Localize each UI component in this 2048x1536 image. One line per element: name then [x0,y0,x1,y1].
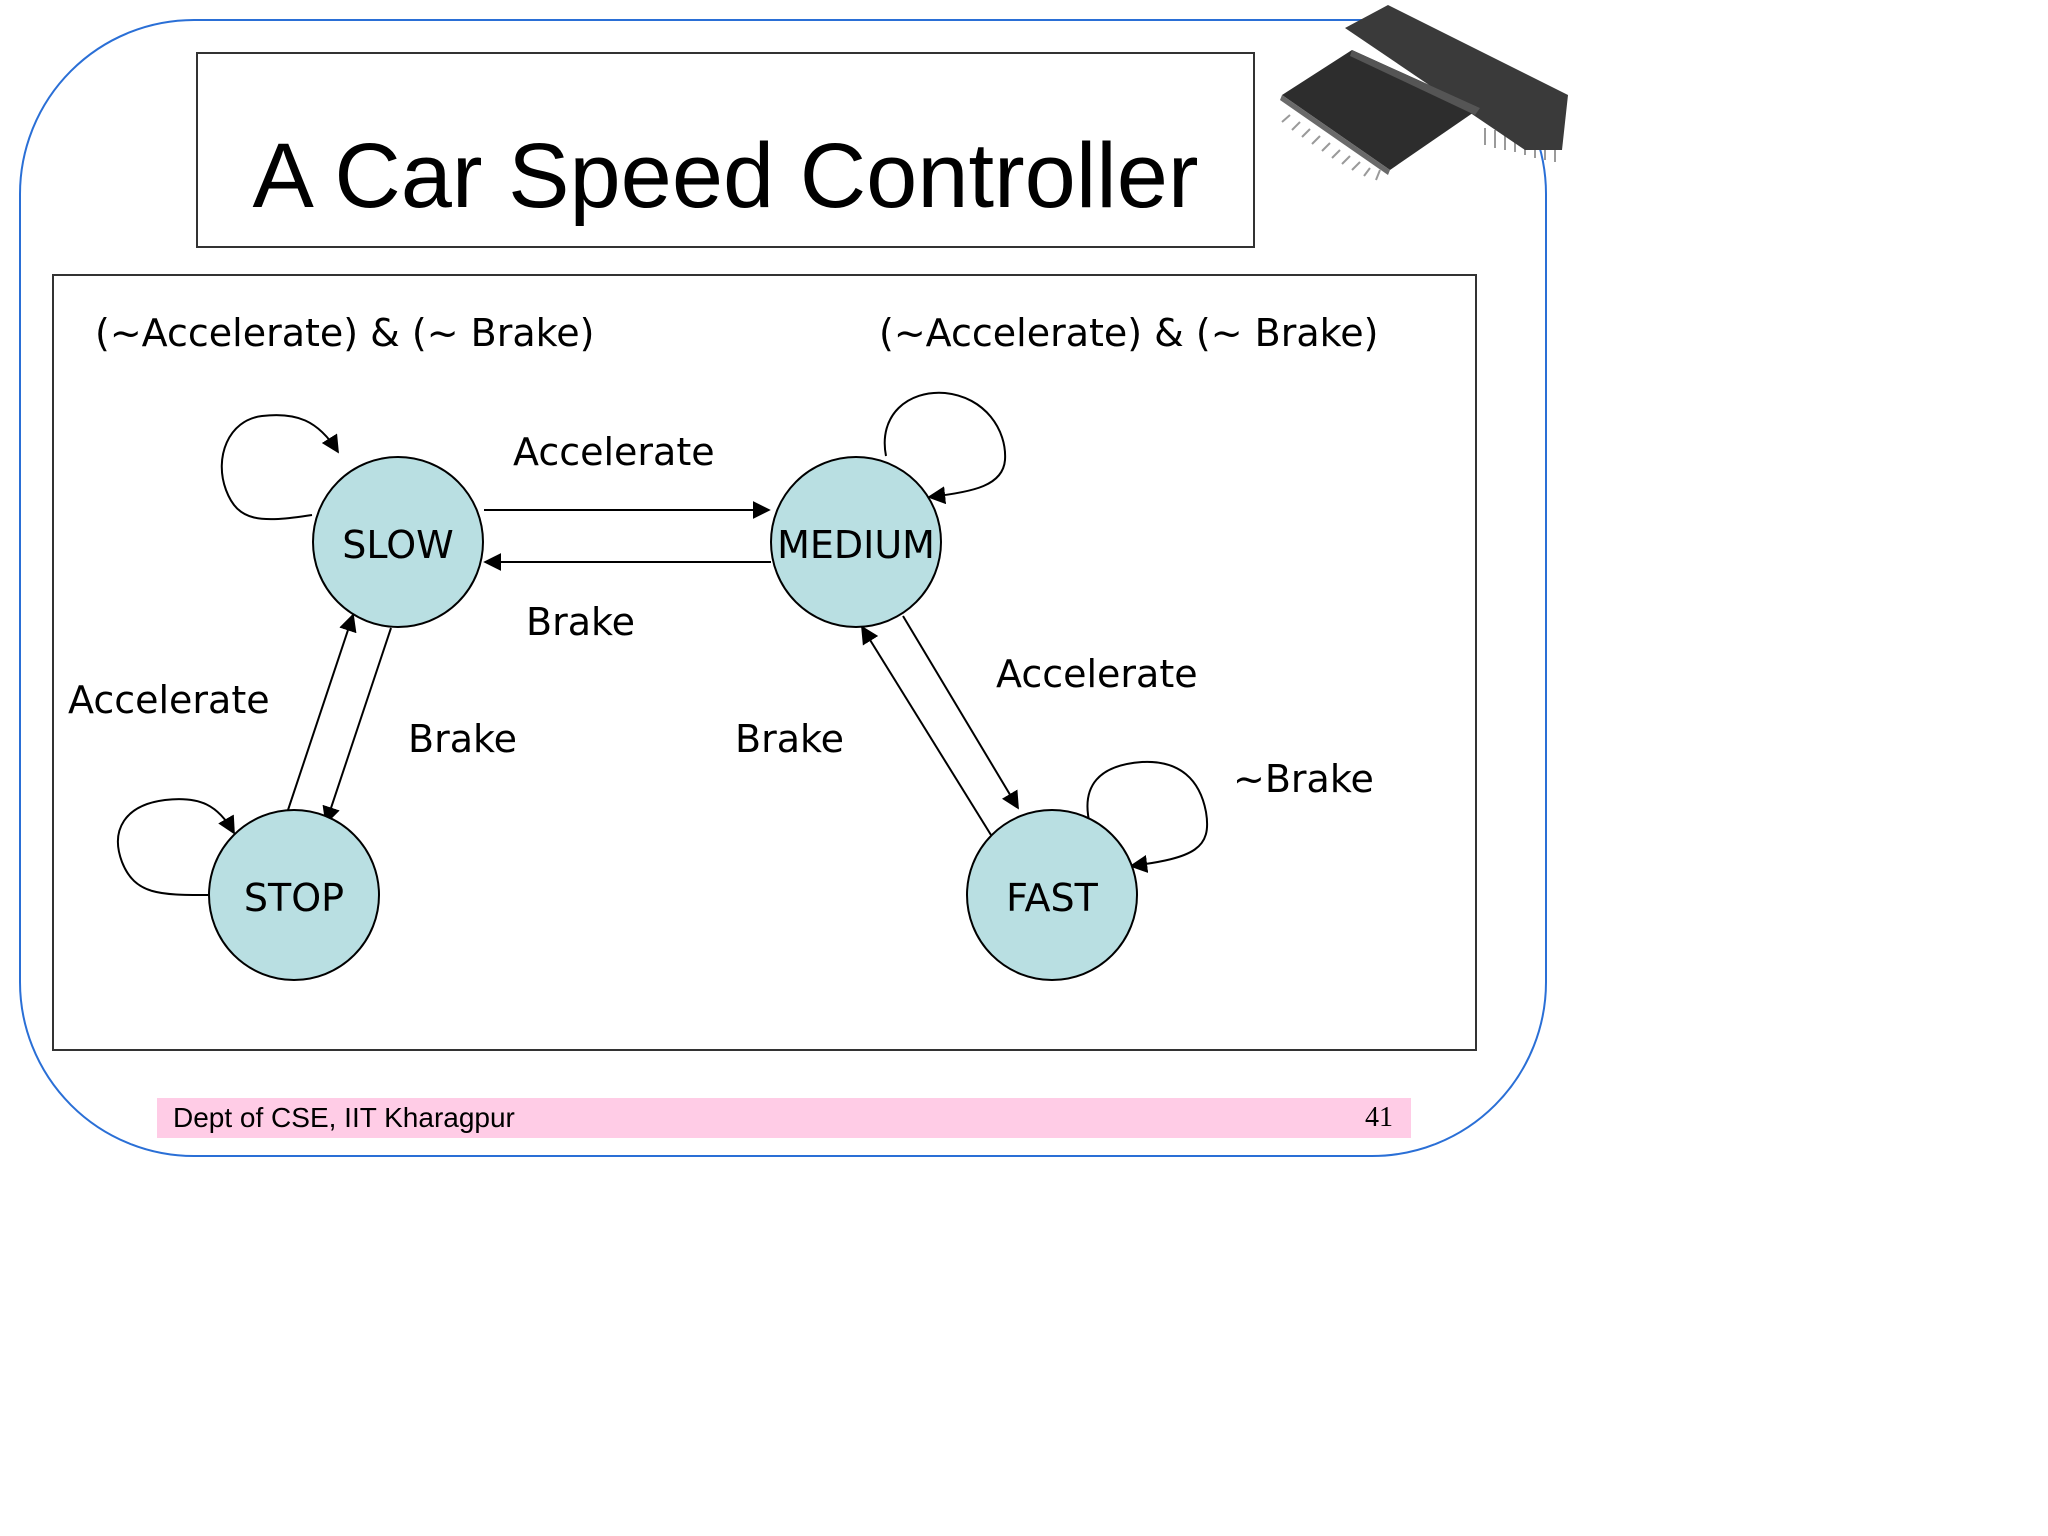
state-slow: SLOW [312,456,484,628]
label-slow-self-loop: (~Accelerate) & (~ Brake) [95,311,594,355]
slide-title: A Car Speed Controller [252,125,1199,227]
state-slow-label: SLOW [342,523,453,567]
chip-body-back [1345,5,1568,150]
state-medium: MEDIUM [770,456,942,628]
page-number: 41 [1365,1102,1393,1133]
slide-frame [19,19,1547,1157]
state-medium-label: MEDIUM [777,523,935,567]
medium-self-loop [883,391,1007,505]
state-diagram: SLOW MEDIUM STOP FAST (~Accelerate) & (~… [68,311,1378,981]
edge-fast-to-medium [861,625,992,836]
label-slow-to-medium: Accelerate [513,430,715,474]
label-fast-to-medium: Brake [735,717,844,761]
state-stop-label: STOP [244,876,344,920]
label-slow-to-stop: Brake [408,717,517,761]
chip-body-front [1282,50,1480,170]
title-box: A Car Speed Controller [196,52,1255,248]
footer-department: Dept of CSE, IIT Kharagpur [173,1102,515,1133]
edge-medium-to-fast [902,615,1019,810]
state-fast-label: FAST [1006,876,1098,920]
label-medium-self-loop: (~Accelerate) & (~ Brake) [879,311,1378,355]
label-fast-self-loop: ~Brake [1233,757,1374,801]
state-fast: FAST [966,809,1138,981]
stop-self-loop [117,798,235,896]
microchip-image [1280,5,1568,181]
footer-bar [157,1098,1411,1138]
label-medium-to-slow: Brake [526,600,635,644]
edge-slow-to-stop [322,627,392,825]
fast-self-loop [1086,760,1209,873]
label-medium-to-fast: Accelerate [996,652,1198,696]
slow-self-loop [220,414,339,521]
state-stop: STOP [208,809,380,981]
label-stop-to-slow: Accelerate [68,678,270,722]
edge-stop-to-slow [287,613,357,811]
